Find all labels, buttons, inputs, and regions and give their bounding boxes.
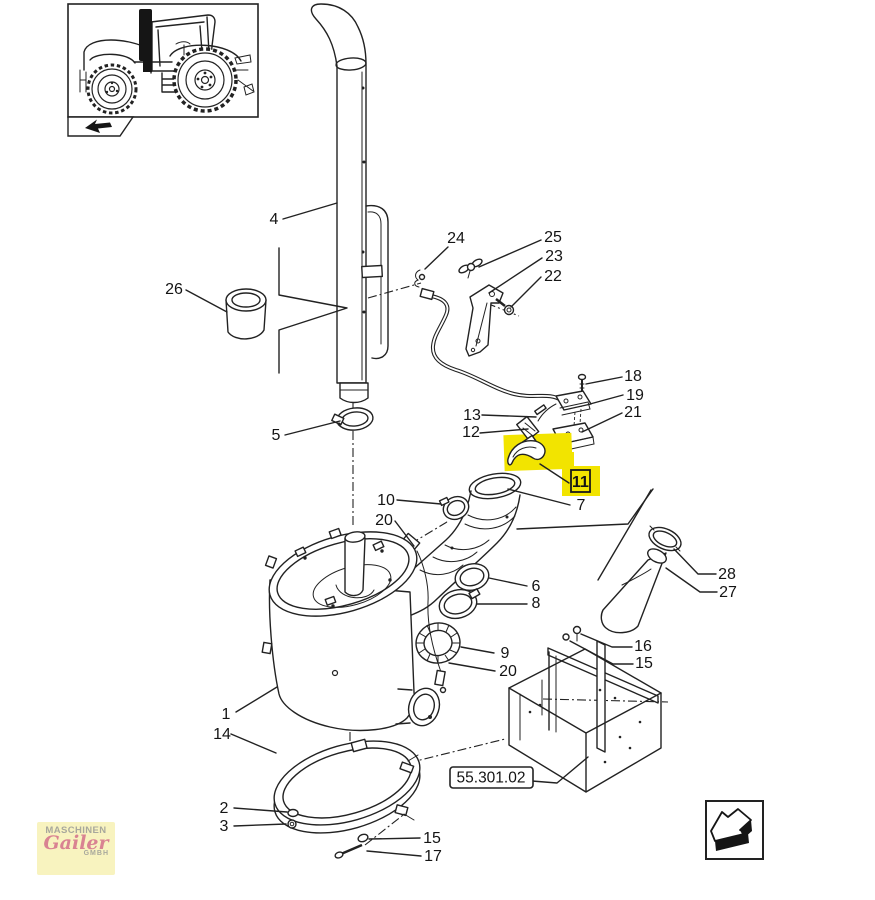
rear-wheel [172,47,238,113]
callout-15-bottom: 15 [423,830,441,847]
callout-18: 18 [624,368,642,385]
callout-20-upper: 20 [375,512,393,529]
callout-15-right: 15 [635,655,653,672]
callout-6: 6 [532,578,541,595]
callout-28: 28 [718,566,736,583]
callout-24: 24 [447,230,465,247]
callout-26: 26 [165,281,183,298]
callout-9: 9 [501,645,510,662]
callout-22: 22 [544,268,562,285]
detail-pointer [278,247,348,374]
clamp-part-8 [438,588,481,620]
leader-lines [185,202,718,857]
thumbnail-tag[interactable] [67,116,135,137]
watermark-logo-text: Gailer [43,832,109,854]
nav-arrow-box[interactable] [705,800,764,860]
watermark: MASCHINEN Gailer GMBH [37,822,115,875]
exhaust-highlight [139,9,152,61]
watermark-line1: MASCHINEN [45,825,107,836]
callout-21: 21 [624,404,642,421]
callout-11: 11 [572,474,589,491]
callout-25: 25 [544,229,562,246]
muffler-part-1 [261,527,441,732]
callout-11-highlighted: 11 [570,469,591,493]
cone-part-27 [600,548,667,634]
callout-8: 8 [532,595,541,612]
callout-13: 13 [463,407,481,424]
mounting-bracket-parts-22-25 [414,258,563,402]
hardware-parts-2-3-15-17 [287,808,369,859]
wire-part-20 [402,532,447,694]
callout-7: 7 [577,497,586,514]
callout-10: 10 [377,492,395,509]
callout-14: 14 [213,726,231,743]
continue-arrow-icon [710,808,752,851]
band-part-14 [273,738,421,834]
callout-20-lower: 20 [499,663,517,680]
gasket-part-6 [454,562,490,592]
callout-4: 4 [270,211,279,228]
back-arrow-icon [85,119,112,133]
callout-12: 12 [462,424,480,441]
flex-ring-part-9 [415,622,461,664]
exhaust-stack-part-4 [310,3,389,404]
watermark-line3: GMBH [83,850,109,857]
callout-16: 16 [634,638,652,655]
callout-2: 2 [220,800,229,817]
assembly-pointer-lines [516,488,654,581]
front-wheel [86,63,138,115]
reference-box[interactable]: 55.301.02 [449,756,589,789]
clamp-part-10 [438,495,470,521]
reference-label: 55.301.02 [457,770,526,787]
cap-part-26 [225,288,267,340]
callout-17: 17 [424,848,442,865]
callout-23: 23 [545,248,563,265]
clamp-part-5 [331,407,374,431]
callout-1: 1 [222,706,231,723]
tractor-thumbnail [67,3,259,137]
callout-19: 19 [626,387,644,404]
callout-27: 27 [719,584,737,601]
callout-5: 5 [272,427,281,444]
callout-3: 3 [220,818,229,835]
support-bracket-frame [508,625,662,793]
ring-part-28 [648,525,682,552]
